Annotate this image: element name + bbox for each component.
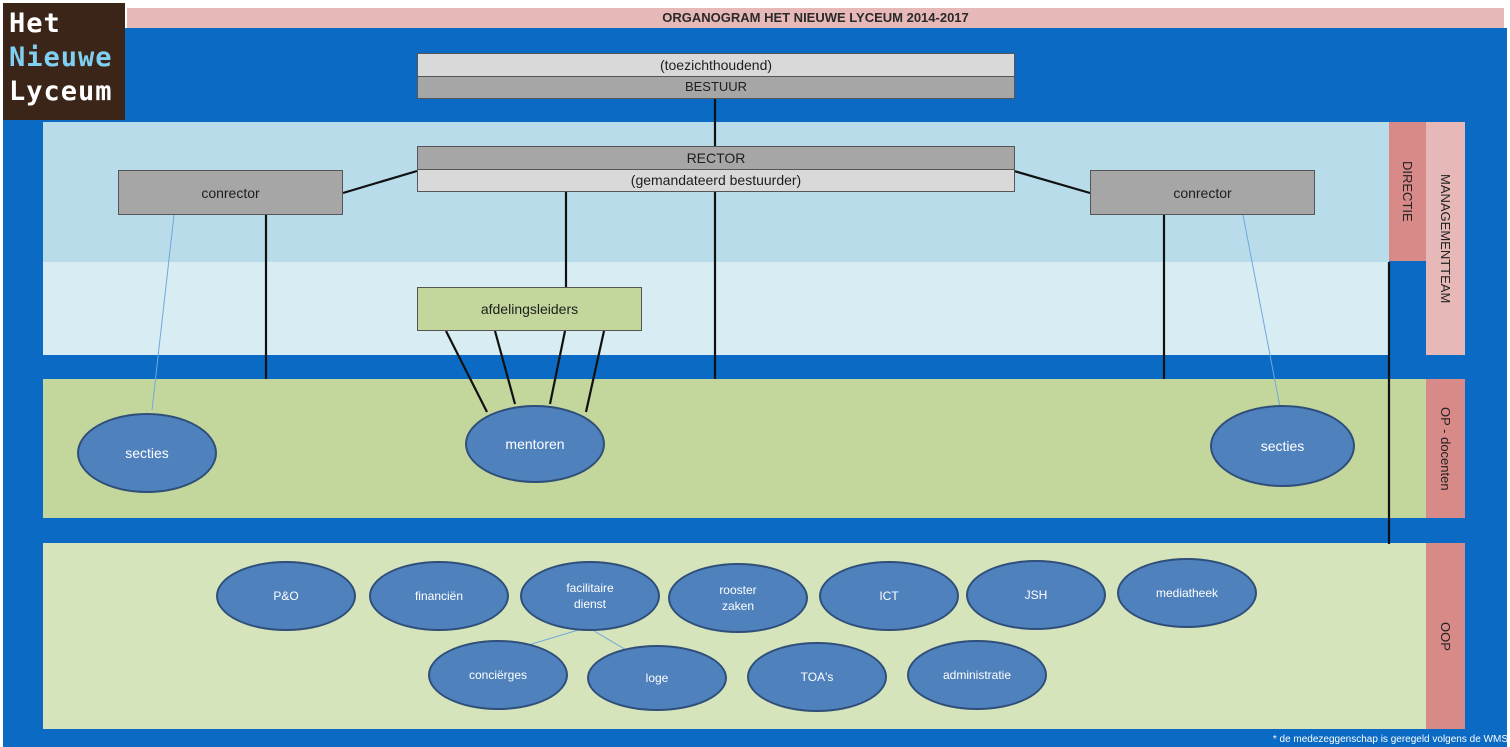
secties-right-node: secties [1210, 405, 1355, 487]
oop-node-administratie: administratie [907, 640, 1047, 710]
oop-label: OOP [1426, 543, 1465, 729]
oop-node-financien: financiën [369, 561, 509, 631]
conrector-right-box: conrector [1090, 170, 1315, 215]
oop-node-facilitaire-dienst: facilitaire dienst [520, 561, 660, 631]
op-docenten-label: OP - docenten [1426, 379, 1465, 518]
oop-node-mediatheek: mediatheek [1117, 558, 1257, 628]
oop-node-jsh: JSH [966, 560, 1106, 630]
oop-node-toas: TOA's [747, 642, 887, 712]
logo-line-2: Nieuwe [9, 42, 113, 73]
oop-node-concierges: conciërges [428, 640, 568, 710]
bestuur-top-cell: (toezichthoudend) [417, 53, 1015, 77]
rector-top-cell: RECTOR [417, 146, 1015, 170]
management-band [43, 262, 1389, 355]
afdelingsleiders-box: afdelingsleiders [417, 287, 642, 331]
conrector-left-box: conrector [118, 170, 343, 215]
logo-line-1: Het [9, 8, 61, 39]
secties-left-node: secties [77, 413, 217, 493]
oop-node-ict: ICT [819, 561, 959, 631]
logo-line-3: Lyceum [9, 76, 113, 107]
op-band [43, 379, 1429, 518]
oop-node-loge: loge [587, 645, 727, 711]
directie-label: DIRECTIE [1389, 122, 1426, 261]
footnote: * de medezeggenschap is geregeld volgens… [1272, 734, 1508, 745]
school-logo: Het Nieuwe Lyceum [3, 3, 125, 120]
rector-bottom-cell: (gemandateerd bestuurder) [417, 170, 1015, 192]
oop-node-rooster-zaken: rooster zaken [668, 563, 808, 633]
page-title: ORGANOGRAM HET NIEUWE LYCEUM 2014-2017 [127, 8, 1504, 28]
oop-node-p-en-o: P&O [216, 561, 356, 631]
bestuur-bottom-cell: BESTUUR [417, 77, 1015, 99]
mentoren-node: mentoren [465, 405, 605, 483]
managementteam-label: MANAGEMENTTEAM [1426, 122, 1465, 355]
